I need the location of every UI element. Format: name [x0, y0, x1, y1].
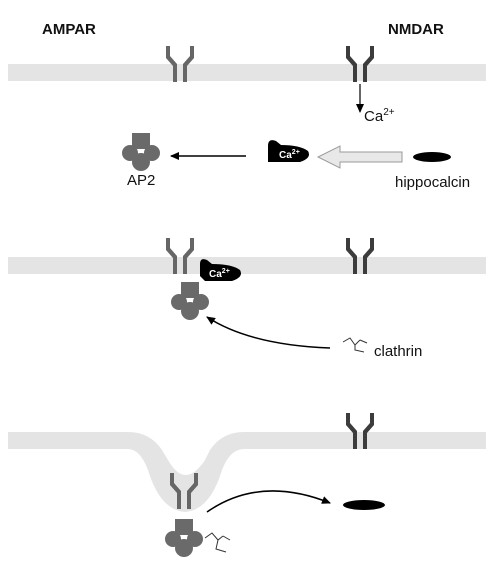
ap2-bound-panel-3 — [165, 519, 203, 557]
membrane-panel-1 — [8, 64, 486, 81]
svg-text:Ca2+: Ca2+ — [209, 268, 230, 280]
nmdar-label: NMDAR — [388, 21, 444, 38]
svg-text:Ca2+: Ca2+ — [279, 149, 300, 161]
clathrin-icon — [342, 337, 368, 353]
hippocalcin-bound-panel-2: Ca2+ — [200, 259, 241, 281]
ca-influx-label: Ca2+ — [364, 107, 395, 125]
ampar-label: AMPAR — [42, 21, 96, 38]
ap2-bound-panel-2 — [171, 282, 209, 320]
hippocalcin-label: hippocalcin — [395, 174, 470, 191]
clathrin-on-vesicle-icon — [204, 532, 231, 553]
clathrin-label: clathrin — [374, 343, 422, 360]
clathrin-recruit-arrow — [206, 316, 331, 349]
membrane-panel-3 — [8, 432, 486, 512]
translocation-arrow — [316, 145, 403, 169]
ap2-complex — [122, 133, 160, 171]
hippocalcin-free — [413, 152, 451, 162]
hippocalcin-released — [343, 500, 385, 510]
ap2-label: AP2 — [127, 172, 155, 189]
membrane-panel-2 — [8, 257, 486, 274]
hippocalcin-release-arrow — [206, 490, 331, 513]
hippocalcin-ca-bound: Ca2+ — [268, 140, 309, 162]
